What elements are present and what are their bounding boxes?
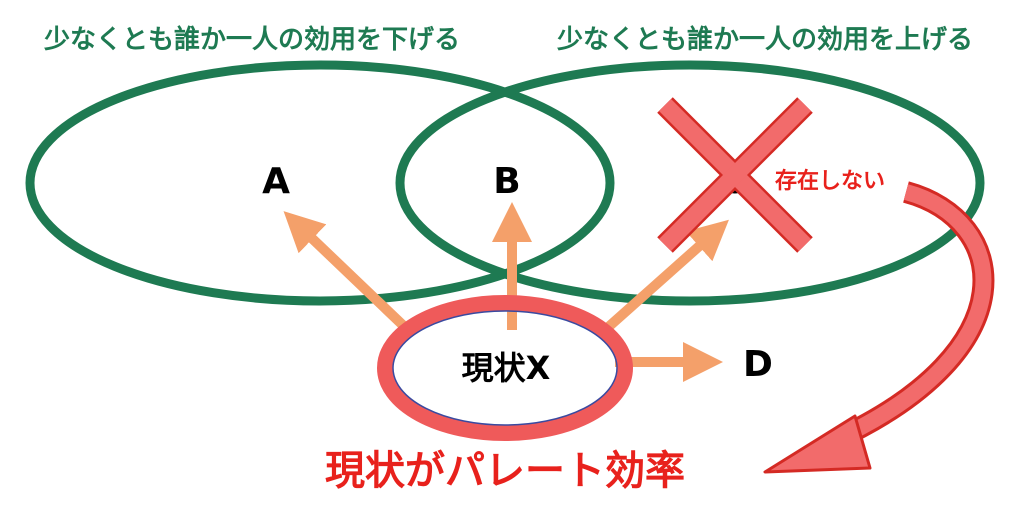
conclusion-text: 現状がパレート効率 xyxy=(325,448,685,494)
status-quo-label: 現状X xyxy=(462,349,551,387)
arrow-to-a xyxy=(283,211,414,336)
c-not-exist-note: 存在しない xyxy=(775,168,885,194)
status-quo-ring xyxy=(377,295,633,441)
right-set-ellipse xyxy=(395,60,985,306)
cross-icon xyxy=(657,97,813,253)
arrow-to-c xyxy=(601,219,729,334)
option-b-label: B xyxy=(493,161,520,202)
left-set-title: 少なくとも誰か一人の効用を下げる xyxy=(43,24,460,55)
curved-arrow-icon xyxy=(763,181,995,474)
option-a-label: A xyxy=(262,161,290,202)
status-quo-ring-inner xyxy=(392,310,618,426)
left-set-ellipse xyxy=(25,60,615,306)
right-set-title: 少なくとも誰か一人の効用を上げる xyxy=(556,24,973,55)
option-d-label: D xyxy=(743,344,773,385)
